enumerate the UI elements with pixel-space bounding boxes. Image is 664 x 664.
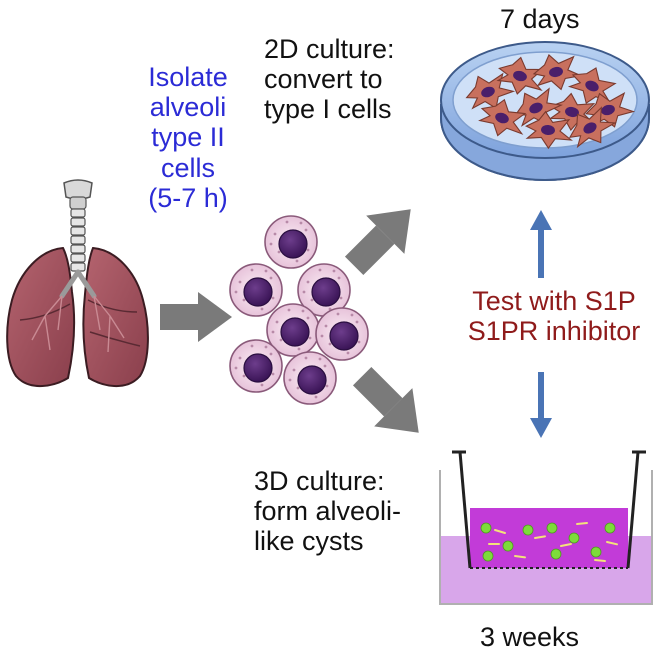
cyst xyxy=(480,522,492,534)
culture-2d-line-1: 2D culture: xyxy=(264,34,395,64)
culture-3d-line-1: 3D culture: xyxy=(254,466,385,496)
cyst-fragment xyxy=(594,559,606,562)
isolate-line-1: Isolate xyxy=(148,62,228,92)
cyst-fragment xyxy=(606,541,618,546)
duration-3d-label: 3 weeks xyxy=(480,622,580,652)
transwell-insert-icon xyxy=(439,450,653,605)
cyst xyxy=(590,546,602,558)
type-i-cell xyxy=(465,72,516,110)
arrow-to-3d-culture xyxy=(352,366,419,433)
cyst xyxy=(522,524,534,536)
culture-2d-line-3: type I cells xyxy=(264,94,392,125)
petri-dish-icon xyxy=(440,41,650,181)
blue-double-arrow xyxy=(530,210,552,438)
test-label: Test with S1P S1PR inhibitor xyxy=(444,286,664,346)
culture-2d-line-2: convert to xyxy=(264,64,383,95)
culture-2d-label: 2D culture: convert to type I cells xyxy=(264,34,395,125)
cyst xyxy=(546,522,558,534)
type-ii-cell xyxy=(264,215,318,269)
type-ii-cell xyxy=(315,307,369,361)
cell-cluster-icon xyxy=(229,215,369,405)
lungs-icon xyxy=(6,179,149,387)
test-line-2: S1PR inhibitor xyxy=(467,316,641,347)
isolate-line-4: cells xyxy=(160,152,215,183)
cyst xyxy=(604,522,616,534)
cyst xyxy=(568,532,580,544)
type-i-cell xyxy=(496,56,544,95)
type-i-cell xyxy=(478,98,527,137)
type-ii-cell xyxy=(266,303,320,357)
duration-2d-label: 7 days xyxy=(500,4,580,34)
type-i-cell xyxy=(525,110,573,150)
isolate-line-5: (5-7 h) xyxy=(148,182,228,213)
type-ii-cell xyxy=(229,339,283,393)
cyst-fragment xyxy=(534,535,546,539)
cyst xyxy=(550,548,562,560)
cyst-fragment xyxy=(576,522,588,525)
cyst xyxy=(482,550,494,562)
cyst-fragment xyxy=(514,555,526,559)
culture-3d-line-3: like cysts xyxy=(254,526,364,557)
cyst xyxy=(502,540,514,552)
type-ii-cell xyxy=(297,263,351,317)
type-i-cell xyxy=(514,87,564,127)
cyst-fragment xyxy=(560,543,572,547)
isolate-label: Isolate alveoli type II cells (5-7 h) xyxy=(132,62,244,213)
isolate-line-2: alveoli xyxy=(149,92,227,123)
isolate-line-3: type II xyxy=(151,122,225,153)
arrow-lungs-to-cells xyxy=(160,292,232,342)
test-line-1: Test with S1P xyxy=(472,286,636,316)
culture-3d-line-2: form alveoli- xyxy=(254,496,402,527)
type-ii-cell xyxy=(283,351,337,405)
culture-3d-label: 3D culture: form alveoli- like cysts xyxy=(254,466,401,557)
arrow-to-2d-culture xyxy=(344,209,411,276)
type-ii-cell xyxy=(229,263,283,317)
type-i-cell xyxy=(568,106,617,149)
cyst-fragment xyxy=(494,529,506,534)
